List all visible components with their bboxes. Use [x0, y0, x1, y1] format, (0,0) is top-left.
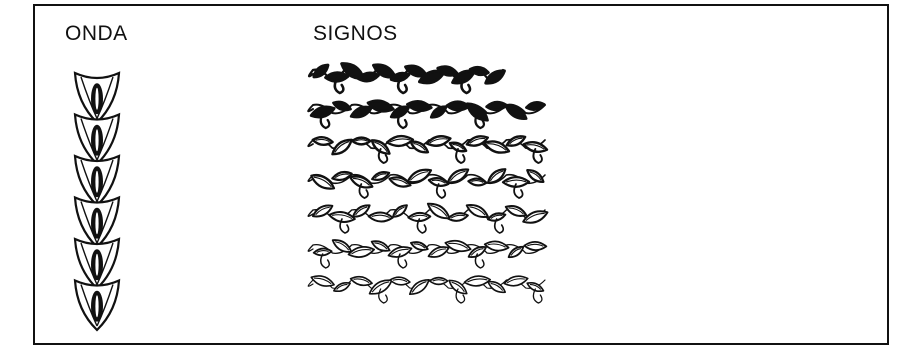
sign-glyph [504, 203, 527, 219]
sign-glyph [387, 244, 413, 260]
sign-glyph [410, 240, 429, 252]
sign-glyph-tail [495, 219, 504, 233]
sign-glyph [484, 240, 509, 252]
sign-glyph [312, 136, 333, 146]
sign-glyph [430, 278, 448, 285]
sign-glyph [465, 201, 490, 220]
sign-row [309, 60, 507, 93]
wave-column [75, 73, 119, 330]
sign-glyph [426, 134, 451, 148]
sign-glyph [464, 275, 491, 287]
wave-segment [75, 73, 119, 123]
sign-glyph [390, 276, 411, 286]
sign-glyph [486, 102, 506, 111]
sign-glyph [332, 280, 351, 294]
sign-glyph [328, 210, 355, 224]
sign-glyph [387, 135, 414, 147]
sign-glyph-tail [321, 254, 330, 268]
sign-glyph [447, 101, 469, 110]
sign-glyph [523, 140, 548, 154]
sign-glyph [407, 100, 432, 112]
sign-row [308, 166, 545, 198]
sign-glyph [330, 136, 355, 158]
sign-glyph-tail [475, 254, 484, 268]
sign-glyph [391, 203, 409, 220]
sign-row [308, 200, 549, 233]
sign-glyph [331, 170, 352, 182]
sign-glyph [526, 101, 545, 111]
sign-row [308, 134, 548, 163]
sign-glyph [503, 274, 528, 288]
sign-glyph [371, 170, 390, 182]
wave-segment [75, 198, 119, 248]
sign-glyph [348, 245, 375, 260]
sign-glyph [486, 279, 507, 296]
wave-segment [75, 281, 119, 331]
wave-segment [75, 239, 119, 289]
sign-glyph [310, 104, 336, 120]
sign-glyph [448, 212, 469, 223]
sign-row [308, 98, 545, 128]
sign-row [308, 237, 546, 268]
sign-glyph [350, 275, 373, 288]
sign-glyph [332, 100, 351, 112]
sign-glyph [407, 276, 432, 298]
wave-segment [75, 156, 119, 206]
sign-glyph [352, 138, 370, 145]
sign-row [308, 273, 545, 303]
wave-segment [75, 115, 119, 165]
sign-glyph [444, 238, 472, 254]
signs-grid [308, 60, 549, 303]
sign-glyph [367, 98, 395, 114]
